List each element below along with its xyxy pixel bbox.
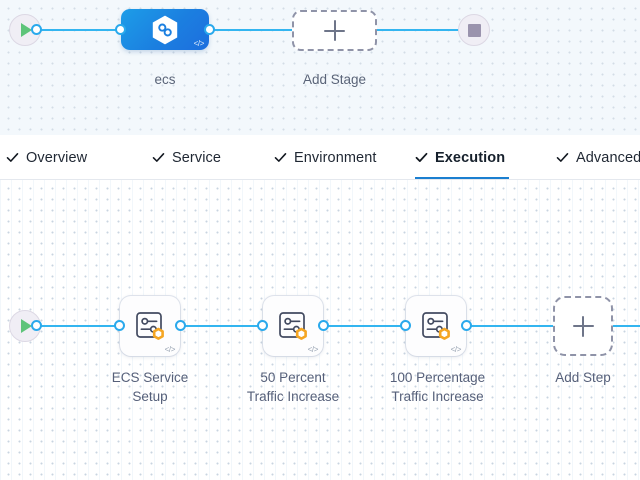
pipeline-start-node[interactable]: [9, 14, 41, 46]
stage-node-label: ecs: [154, 72, 176, 87]
exec-wire-step3-to-add: [465, 325, 553, 327]
step-node-100-percentage-traffic-increase[interactable]: </>: [406, 296, 466, 356]
step-settings-icon: [263, 296, 323, 356]
code-marker-icon: </>: [450, 345, 462, 354]
stage-node-ecs[interactable]: </>: [121, 9, 209, 50]
step-node-ecs-service-setup[interactable]: </>: [120, 296, 180, 356]
stage-config-tabbar: Overview Service Environment Execution A…: [0, 135, 640, 180]
add-stage-label: Add Stage: [302, 72, 367, 87]
exec-wire-step1-to-step2: [179, 325, 267, 327]
tab-environment[interactable]: Environment: [274, 135, 377, 179]
step-label: 100 Percentage Traffic Increase: [389, 370, 486, 404]
tab-service[interactable]: Service: [152, 135, 222, 179]
step-settings-icon: [120, 296, 180, 356]
play-icon: [21, 23, 32, 37]
tab-service-label: Service: [172, 149, 222, 166]
exec-wire-start-to-step1: [36, 325, 126, 327]
exec-start-output-port[interactable]: [31, 320, 42, 331]
pipeline-end-node[interactable]: [458, 14, 490, 46]
step-settings-icon: [406, 296, 466, 356]
exec-wire-step2-to-step3: [322, 325, 410, 327]
step-node-50-percent-traffic-increase[interactable]: </>: [263, 296, 323, 356]
stage-wire-start-to-ecs: [36, 29, 128, 31]
play-icon: [21, 319, 32, 333]
plus-icon: [324, 20, 345, 41]
step1-output-port[interactable]: [175, 320, 186, 331]
add-step-button[interactable]: [553, 296, 613, 356]
code-marker-icon: </>: [193, 39, 205, 48]
tab-environment-label: Environment: [294, 149, 377, 166]
tab-underline: [415, 177, 510, 179]
step-label: 50 Percent Traffic Increase: [246, 370, 340, 404]
check-icon: [415, 152, 428, 163]
step2-output-port[interactable]: [318, 320, 329, 331]
stage-wire-ecs-to-add: [208, 29, 296, 31]
add-step-label: Add Step: [555, 370, 611, 385]
exec-wire-add-outgoing: [612, 325, 640, 327]
stage-ecs-input-port[interactable]: [115, 24, 126, 35]
stage-start-output-port[interactable]: [31, 24, 42, 35]
tab-advanced-label: Advanced: [576, 149, 640, 166]
code-marker-icon: </>: [307, 345, 319, 354]
stop-square-icon: [467, 23, 481, 37]
check-icon: [274, 152, 287, 162]
step-label: ECS Service Setup: [111, 370, 189, 404]
check-icon: [152, 152, 165, 162]
execution-graph-canvas: </> ECS Service Setup </>: [0, 180, 640, 480]
step1-input-port[interactable]: [114, 320, 125, 331]
code-marker-icon: </>: [164, 345, 176, 354]
step3-input-port[interactable]: [400, 320, 411, 331]
tab-execution-label: Execution: [435, 149, 506, 166]
plus-icon: [572, 315, 594, 337]
tab-overview[interactable]: Overview: [6, 135, 88, 179]
stage-ecs-output-port[interactable]: [204, 24, 215, 35]
add-stage-button[interactable]: [292, 10, 377, 51]
harness-hexagon-icon: [121, 9, 209, 50]
tab-overview-label: Overview: [26, 149, 88, 166]
tab-execution[interactable]: Execution: [415, 135, 510, 179]
step2-input-port[interactable]: [257, 320, 268, 331]
tab-advanced[interactable]: Advanced: [556, 135, 640, 179]
stage-graph-panel: </> ecs Add Stage: [0, 0, 640, 135]
step3-output-port[interactable]: [461, 320, 472, 331]
stage-wire-add-to-end: [376, 29, 466, 31]
check-icon: [556, 152, 569, 162]
check-icon: [6, 152, 19, 162]
